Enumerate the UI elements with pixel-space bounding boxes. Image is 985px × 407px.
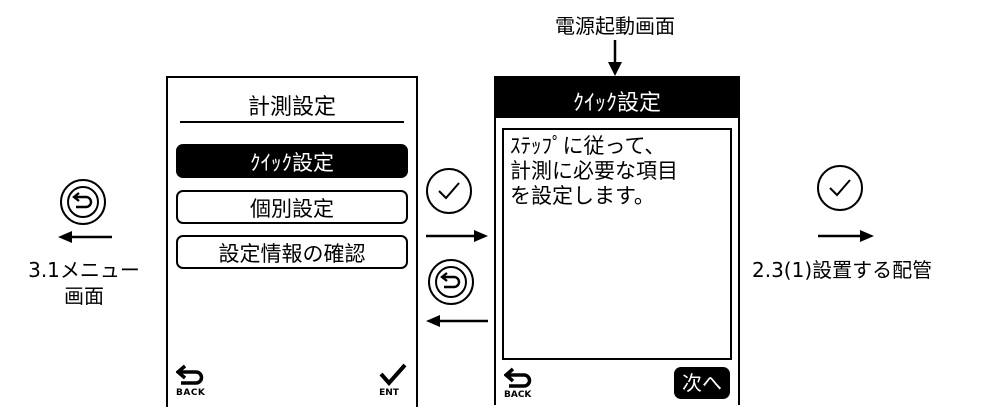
title-bar (494, 76, 740, 118)
screen-title: 計測設定 (247, 95, 336, 120)
back-icon (504, 367, 532, 388)
screen-title: ｸｲｯｸ設定 (572, 91, 661, 116)
back-caption: BACK (504, 390, 532, 400)
quick-settings-screen: ｸｲｯｸ設定 ｽﾃｯﾌﾟに従って、 計測に必要な項目 を設定します。 BACK … (494, 76, 740, 405)
pipe-setup-link: 2.3(1)設置する配管 (752, 258, 933, 282)
return-circle-icon[interactable] (426, 257, 476, 307)
instruction-message: ｽﾃｯﾌﾟに従って、 計測に必要な項目 を設定します。 (502, 128, 732, 360)
check-icon (379, 363, 407, 387)
measurement-settings-screen: 計測設定 ｸｲｯｸ設定 個別設定 設定情報の確認 BACK ENT (166, 76, 418, 407)
right-arrow (818, 230, 874, 242)
check-circle-icon[interactable] (424, 166, 474, 216)
screen-right-border (738, 118, 740, 405)
right-arrow (426, 230, 488, 242)
title-divider (180, 121, 404, 123)
enter-caption: ENT (379, 388, 399, 398)
back-caption: BACK (176, 388, 206, 398)
menu-item-individual-settings[interactable]: 個別設定 (176, 190, 408, 224)
left-arrow (58, 231, 112, 243)
return-circle-icon[interactable] (58, 177, 108, 227)
menu-item-quick-settings[interactable]: ｸｲｯｸ設定 (176, 144, 408, 178)
check-circle-icon[interactable] (815, 163, 865, 213)
back-softkey[interactable]: BACK (504, 366, 538, 404)
enter-softkey[interactable]: ENT (376, 362, 410, 402)
screen-left-border (494, 118, 496, 405)
left-arrow (426, 315, 488, 327)
menu-item-check-settings[interactable]: 設定情報の確認 (176, 235, 408, 269)
down-arrow (608, 40, 622, 76)
menu-screen-link-line1: 3.1メニュー (28, 258, 140, 282)
menu-screen-link-line2: 画面 (64, 284, 104, 308)
next-button[interactable]: 次へ (674, 367, 730, 399)
back-icon (176, 364, 204, 385)
power-on-screen-label: 電源起動画面 (555, 14, 675, 38)
back-softkey[interactable]: BACK (176, 362, 210, 402)
